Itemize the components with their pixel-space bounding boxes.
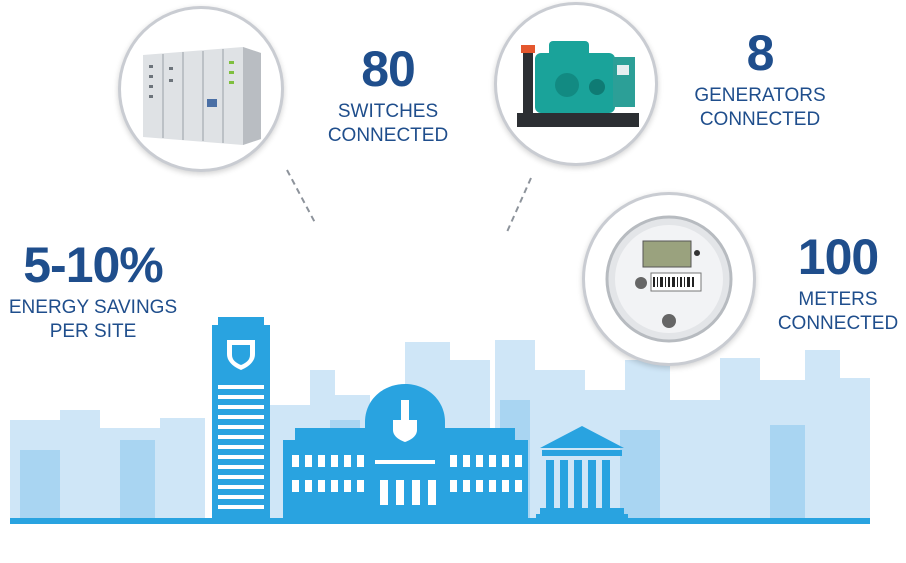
generators-connector-line <box>506 177 532 232</box>
meter-image <box>582 192 756 366</box>
savings-stat: 5-10% ENERGY SAVINGS PER SITE <box>0 240 186 344</box>
switches-stat: 80 SWITCHES CONNECTED <box>318 44 458 148</box>
switches-label-line2: CONNECTED <box>327 125 449 146</box>
generators-count: 8 <box>746 25 775 81</box>
generators-label-line2: CONNECTED <box>699 109 821 130</box>
generator-image <box>494 2 658 166</box>
electric-meter-icon <box>605 215 733 343</box>
office-tower <box>212 317 270 518</box>
meters-label-line2: CONNECTED <box>777 313 899 334</box>
generators-label-line1: GENERATORS <box>694 85 826 106</box>
switchgear-image <box>118 6 284 172</box>
meters-label-line1: METERS <box>798 289 878 310</box>
columned-building <box>536 426 628 520</box>
switchgear-cabinet-icon <box>143 47 261 145</box>
switches-count: 80 <box>361 41 416 97</box>
savings-value: 5-10% <box>23 237 164 293</box>
switches-connector-line <box>286 169 316 222</box>
savings-label-line2: PER SITE <box>49 321 137 342</box>
generators-stat: 8 GENERATORS CONNECTED <box>680 28 840 132</box>
main-hall <box>283 384 528 520</box>
savings-label-line1: ENERGY SAVINGS <box>8 297 178 318</box>
ground-line <box>10 518 870 524</box>
meters-stat: 100 METERS CONNECTED <box>770 232 906 336</box>
city-skyline <box>10 317 870 524</box>
switches-label-line1: SWITCHES <box>337 101 439 122</box>
meters-count: 100 <box>797 229 879 285</box>
diesel-generator-icon <box>517 41 639 127</box>
